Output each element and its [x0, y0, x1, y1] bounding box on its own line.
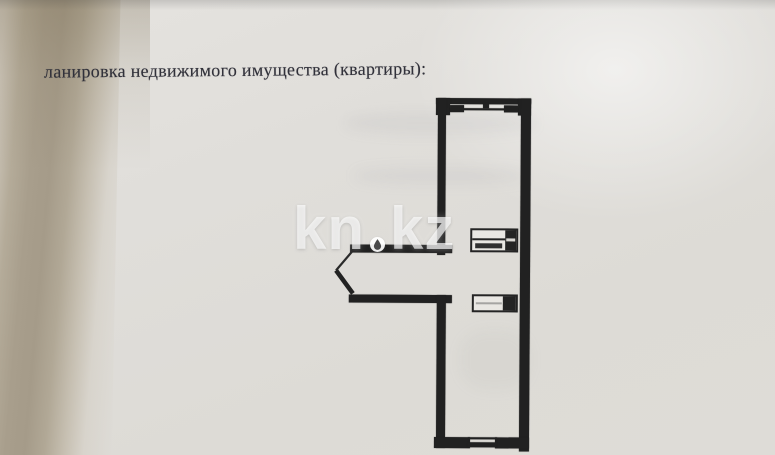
window-top-mullion: [483, 103, 490, 109]
wall-corner-bottom-right: [494, 437, 530, 449]
ink-bleed-smudge: [460, 330, 530, 390]
wall-corner-bottom-left: [433, 436, 471, 449]
vent-hatch: [475, 243, 503, 249]
window-top-jamb-right: [503, 105, 519, 113]
vent-duct: [505, 230, 517, 251]
vent-shaft-upper: [470, 228, 519, 253]
vent-divider: [472, 238, 506, 241]
window-top-jamb-left: [449, 105, 465, 113]
page-title: ланировка недвижимого имущества (квартир…: [43, 58, 427, 82]
window-bottom-inner-line: [467, 442, 497, 448]
watermark-text-kz: kz: [390, 195, 456, 262]
window-bottom-outer-line: [467, 437, 498, 440]
droplet-icon: [370, 236, 386, 252]
entrance-notch: [334, 250, 355, 295]
page-fold-shadow: [0, 0, 150, 170]
wall-right: [518, 98, 532, 452]
wall-left-lower: [435, 294, 446, 449]
paper-light-sheen: [335, 0, 775, 280]
vent-duct: [502, 296, 516, 311]
watermark-text-kn: kn: [293, 195, 366, 262]
kn-kz-watermark: kn kz: [293, 195, 456, 262]
vent-duct-slit: [506, 238, 516, 242]
apartment-floor-plan: [329, 94, 546, 455]
vent-shaft-lower: [471, 294, 518, 313]
vent-faint-line: [475, 302, 502, 305]
